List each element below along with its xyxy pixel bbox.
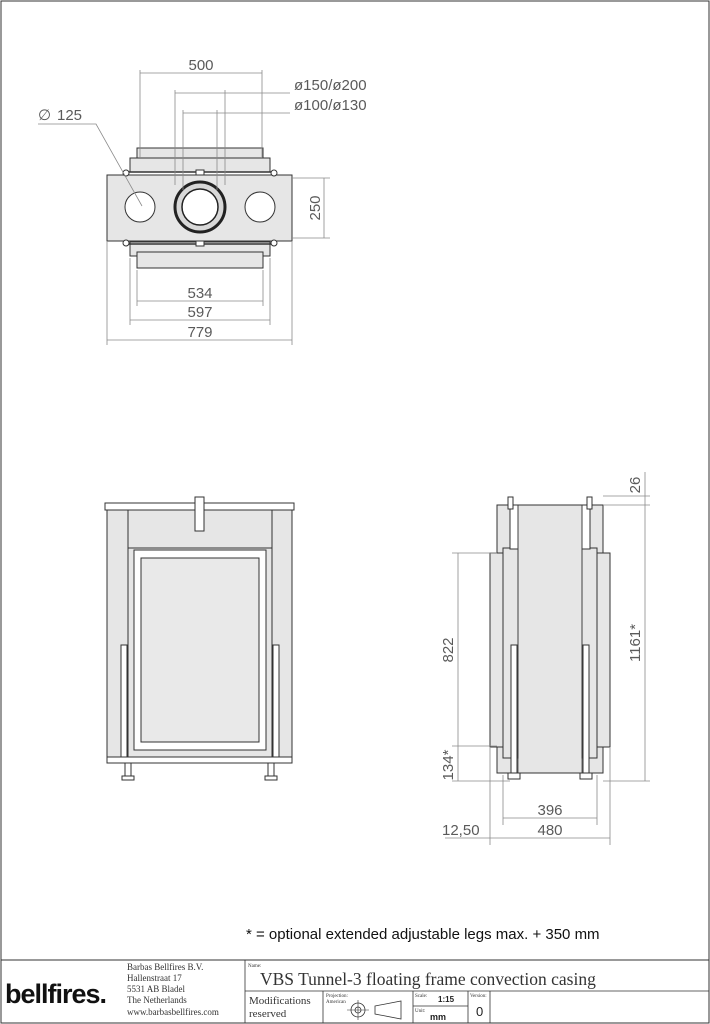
dim-26: 26 (627, 477, 644, 494)
side-view: 26 1161* 822 134* 396 480 12,50 (440, 472, 650, 845)
dim-396: 396 (537, 802, 562, 819)
top-view: 500 ø150/ø200 ø100/ø130 ∅ 125 250 534 59… (38, 57, 367, 345)
unit-label: Unit: (415, 1009, 425, 1014)
leg-left-side (510, 644, 518, 776)
flue-collar-front (194, 496, 205, 532)
version-value: 0 (476, 1004, 483, 1019)
third-angle-projection-icon (347, 1000, 402, 1020)
front-view (104, 496, 295, 781)
dim-125: 125 (57, 107, 82, 124)
projection-label: Projection: (326, 994, 348, 999)
flue-outlet-inner (181, 188, 219, 226)
company-city: 5531 AB Bladel (127, 984, 185, 994)
dim-534: 534 (187, 285, 212, 302)
company-country: The Netherlands (127, 995, 187, 1005)
product-name: VBS Tunnel-3 floating frame convection c… (260, 969, 596, 989)
company-logo: bellfires. (5, 979, 106, 1009)
title-block: bellfires. Barbas Bellfires B.V. Hallens… (0, 959, 710, 1024)
version-label: Version: (470, 994, 487, 999)
dim-diameter-symbol: ∅ (38, 107, 51, 124)
front-view-glass (140, 557, 260, 743)
modifications-text: Modifications (249, 995, 311, 1007)
convection-outlet-left (124, 191, 156, 223)
company-name: Barbas Bellfires B.V. (127, 962, 203, 972)
dim-597: 597 (187, 304, 212, 321)
dim-12-50: 12,50 (442, 822, 480, 839)
dim-flue-inner: ø100/ø130 (294, 97, 367, 114)
legs-note: * = optional extended adjustable legs ma… (246, 926, 600, 943)
dim-134: 134* (440, 749, 457, 780)
dim-1161: 1161* (627, 624, 644, 662)
dim-500: 500 (188, 57, 213, 74)
scale-value: 1:15 (438, 995, 455, 1004)
convection-outlet-right (244, 191, 276, 223)
dim-flue-outer: ø150/ø200 (294, 77, 367, 94)
scale-label: Scale: (415, 994, 427, 999)
dim-480: 480 (537, 822, 562, 839)
dim-250: 250 (307, 195, 324, 220)
name-label: Name: (248, 964, 261, 969)
company-street: Hallenstraat 17 (127, 973, 182, 983)
leg-left-front (124, 762, 132, 778)
dim-822: 822 (440, 637, 457, 662)
dim-779: 779 (187, 324, 212, 341)
projection-value: American (326, 1000, 346, 1005)
modifications-text-2: reserved (249, 1008, 287, 1020)
unit-value: mm (430, 1012, 446, 1022)
company-website: www.barbasbellfires.com (127, 1007, 219, 1017)
leg-right-front (267, 762, 275, 778)
